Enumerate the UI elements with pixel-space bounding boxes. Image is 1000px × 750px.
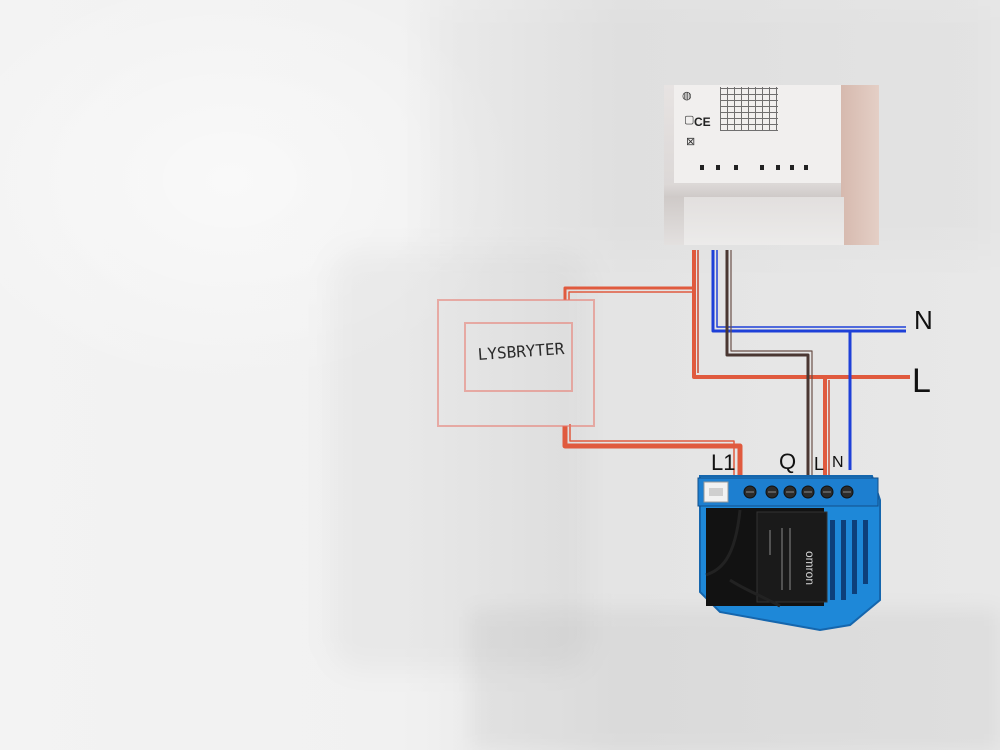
driver-terminal-mark xyxy=(760,165,764,170)
module-terminal-l1-label: L1 xyxy=(711,450,736,475)
relay-brand-text: omron xyxy=(803,551,817,585)
driver-background xyxy=(841,85,879,245)
shadow xyxy=(470,610,1000,750)
driver-housing xyxy=(684,197,844,245)
switch-output-wire xyxy=(562,426,743,480)
driver-terminal-mark xyxy=(716,165,720,170)
ce-mark-icon: CE xyxy=(694,115,711,129)
driver-spec-table xyxy=(720,87,778,131)
bin-icon: ⊠ xyxy=(686,136,696,148)
led-driver-photo: ◍ ▢ CE ⊠ xyxy=(664,85,879,245)
cooling-slot xyxy=(830,520,835,600)
switch-outer-frame xyxy=(437,299,595,427)
module-terminal-l-label: L xyxy=(814,454,825,474)
relay-print-lines xyxy=(769,528,791,590)
switch-feed-wire xyxy=(563,286,694,300)
driver-terminal-mark xyxy=(700,165,704,170)
driver-terminal-mark xyxy=(804,165,808,170)
relay-module: omron xyxy=(697,475,881,632)
connector-pin xyxy=(709,488,723,496)
switch-inner-frame xyxy=(464,322,573,392)
driver-terminal-mark xyxy=(776,165,780,170)
internal-wire xyxy=(705,509,781,608)
external-neutral-label: N xyxy=(914,305,933,335)
switch-feed-wire-2 xyxy=(568,291,694,300)
driver-terminal-mark xyxy=(734,165,738,170)
cooling-slot xyxy=(863,520,868,584)
driver-symbol-icon: ◍ xyxy=(682,90,692,102)
module-terminal-n-label: N xyxy=(832,454,844,471)
neutral-wire-driver xyxy=(711,250,852,470)
cooling-slot xyxy=(841,520,846,600)
driver-terminal-mark xyxy=(790,165,794,170)
load-wire-q-edge xyxy=(730,250,813,480)
cooling-slots xyxy=(830,520,868,600)
neutral-wire-driver-edge xyxy=(716,250,906,328)
relay-component xyxy=(756,511,828,603)
switch-output-wire-edge xyxy=(569,424,735,480)
module-terminal-q-label: Q xyxy=(779,449,797,474)
cooling-slot xyxy=(852,520,857,594)
load-wire-q xyxy=(725,250,810,480)
driver-square-icon: ▢ xyxy=(684,114,695,126)
external-live-label: L xyxy=(912,362,931,400)
